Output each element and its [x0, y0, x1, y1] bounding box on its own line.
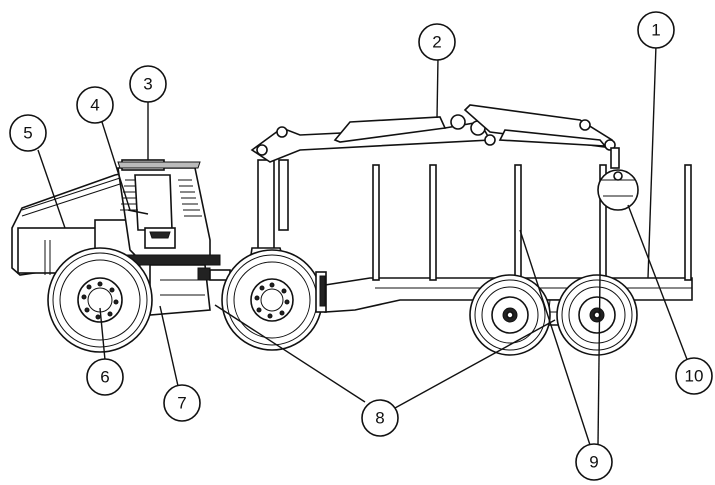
callout-8-label: 8 [375, 409, 384, 428]
callout-7: 7 [163, 384, 201, 422]
rear-wheel-2 [556, 274, 638, 356]
front-wheel [47, 247, 153, 353]
callout-4-label: 4 [90, 96, 99, 115]
crane [249, 104, 639, 263]
callout-9: 9 [575, 443, 613, 481]
callout-2: 2 [418, 23, 456, 61]
callout-10-label: 10 [685, 367, 704, 386]
callout-3-label: 3 [143, 75, 152, 94]
callout-6-label: 6 [100, 368, 109, 387]
rear-wheel-1 [469, 274, 551, 356]
callout-5-label: 5 [23, 124, 32, 143]
callout-6: 6 [86, 358, 124, 396]
callout-1: 1 [637, 11, 675, 49]
leader-lines [37, 44, 689, 446]
callout-4: 4 [76, 86, 114, 124]
callout-1-label: 1 [651, 21, 660, 40]
callout-3: 3 [129, 65, 167, 103]
callout-9-label: 9 [589, 453, 598, 472]
callout-8: 8 [361, 399, 399, 437]
callout-2-label: 2 [432, 33, 441, 52]
middle-wheel [221, 249, 327, 351]
callout-7-label: 7 [177, 394, 186, 413]
callout-5: 5 [9, 114, 47, 152]
callout-10: 10 [675, 357, 713, 395]
